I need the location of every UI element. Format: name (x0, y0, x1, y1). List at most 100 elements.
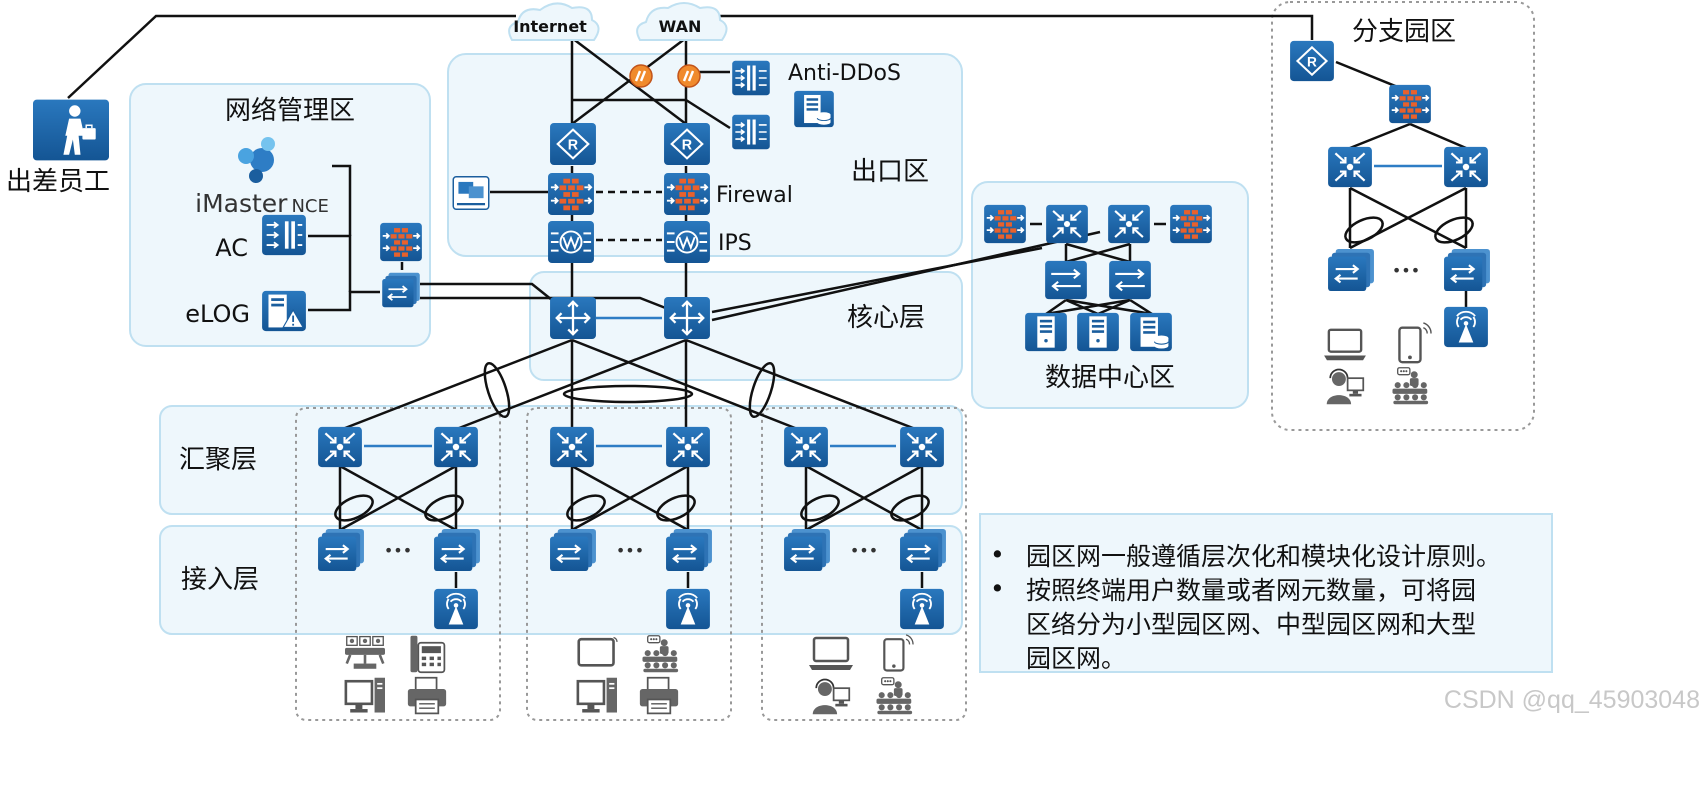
note-line: 按照终端用户数量或者网元数量，可将园 (1026, 576, 1476, 605)
internet-label: Internet (513, 17, 587, 36)
zone-aggregation-title: 汇聚层 (179, 445, 257, 475)
meeting-icon (875, 676, 913, 716)
dc-firewall-icon (1169, 204, 1213, 244)
link-line (570, 464, 690, 532)
notes-box (979, 513, 1553, 673)
dc-core-switch-icon (1106, 204, 1152, 244)
access-switch-icon (664, 528, 714, 572)
block-middle (526, 407, 732, 721)
meeting-icon (1391, 366, 1429, 406)
core-switch-icon (548, 296, 598, 340)
laptop-icon (1322, 328, 1368, 362)
firewall-label: Firewal (716, 183, 793, 208)
desktop-icon (576, 676, 619, 715)
note-line: 园区网。 (1026, 644, 1126, 673)
agg-switch-icon (548, 426, 596, 468)
branch-agg-switch-icon (1326, 146, 1374, 188)
desktop-icon (344, 676, 387, 715)
agg-switch-icon (432, 426, 480, 468)
agent-icon (1325, 368, 1365, 406)
notes: • 园区网一般遵循层次化和模块化设计原则。 • 按照终端用户数量或者网元数量，可… (990, 540, 1501, 673)
anti-ddos-icon (731, 60, 771, 96)
ip-phone-icon (409, 634, 446, 674)
orange-gateway-icon (628, 63, 654, 89)
link-line (804, 464, 924, 532)
ips-label: IPS (718, 231, 752, 256)
mgmt-firewall-icon (379, 222, 423, 262)
zone-branch (1271, 1, 1535, 431)
links (67, 14, 1468, 588)
ips-icon (663, 220, 711, 264)
ap-icon (899, 588, 945, 630)
router-icon (662, 122, 712, 166)
note-bullet: • (990, 574, 1005, 603)
core-switch-icon (662, 296, 712, 340)
management-terminal-icon (452, 176, 490, 210)
dc-switch-icon (1043, 260, 1089, 300)
link-line (338, 464, 458, 532)
imaster-nce-logo (238, 137, 275, 183)
note-bullet: • (990, 540, 1005, 569)
mgmt-switch-icon (381, 272, 421, 308)
agg-switch-icon (782, 426, 830, 468)
trunk-ellipses (334, 216, 1474, 522)
agg-switch-icon (316, 426, 364, 468)
cloud-internet: Internet (508, 2, 600, 41)
ap-icon (433, 588, 479, 630)
cloud-wan: WAN (636, 2, 728, 41)
ips-icon (547, 220, 595, 264)
branch-ap-icon (1443, 306, 1489, 348)
zone-egress-title: 出口区 (851, 157, 929, 187)
ha-links (596, 190, 662, 242)
traveler-icon (33, 98, 109, 162)
access-switch-icon (548, 528, 598, 572)
phone-icon (1398, 322, 1433, 364)
laptop-icon (807, 636, 855, 672)
wan-label: WAN (659, 17, 702, 36)
printer-icon (638, 676, 680, 715)
dc-server-icon (1077, 312, 1119, 352)
anti-ddos-label: Anti-DDoS (788, 61, 901, 86)
zone-branch-title: 分支园区 (1352, 17, 1456, 47)
printer-icon (406, 676, 448, 715)
agent-icon (811, 678, 851, 716)
note-line: 区络分为小型园区网、中型园区网和大型 (1026, 610, 1476, 639)
dc-firewall-icon (983, 204, 1027, 244)
watermark: CSDN @qq_45903048 (1444, 686, 1700, 714)
anti-ddos-icon (731, 114, 771, 150)
router-icon (548, 122, 598, 166)
access-ellipsis: ••• (616, 541, 644, 560)
elog-label: eLOG (185, 300, 250, 328)
imaster-sub: NCE (291, 196, 328, 217)
firewall-icon (547, 172, 595, 216)
dc-switch-icon (1107, 260, 1153, 300)
access-ellipsis: ••• (384, 541, 412, 560)
access-ellipsis: ••• (850, 541, 878, 560)
access-switch-icon (898, 528, 948, 572)
branch-ellipsis: ••• (1392, 261, 1420, 280)
imaster-main: iMaster (195, 189, 288, 218)
branch-agg-switch-icon (1442, 146, 1490, 188)
elog-icon (261, 290, 307, 332)
meeting-icon (641, 634, 679, 674)
agg-switch-icon (664, 426, 712, 468)
agg-switch-icon (898, 426, 946, 468)
firewall-icon (663, 172, 711, 216)
ac-label: AC (215, 234, 248, 262)
zone-management-title: 网络管理区 (225, 96, 355, 126)
zone-core-title: 核心层 (847, 303, 925, 333)
access-switch-icon (782, 528, 832, 572)
zone-access-title: 接入层 (181, 565, 259, 595)
branch-router-icon (1289, 40, 1335, 82)
branch-access-switch-icon (1442, 248, 1492, 292)
ddos-server-icon (793, 90, 835, 128)
orange-gateway-icon (676, 63, 702, 89)
access-switch-icon (316, 528, 366, 572)
branch-firewall-icon (1388, 84, 1432, 124)
zone-datacenter-title: 数据中心区 (1045, 363, 1175, 393)
note-line: 园区网一般遵循层次化和模块化设计原则。 (1026, 542, 1501, 571)
dc-server-icon (1025, 312, 1067, 352)
